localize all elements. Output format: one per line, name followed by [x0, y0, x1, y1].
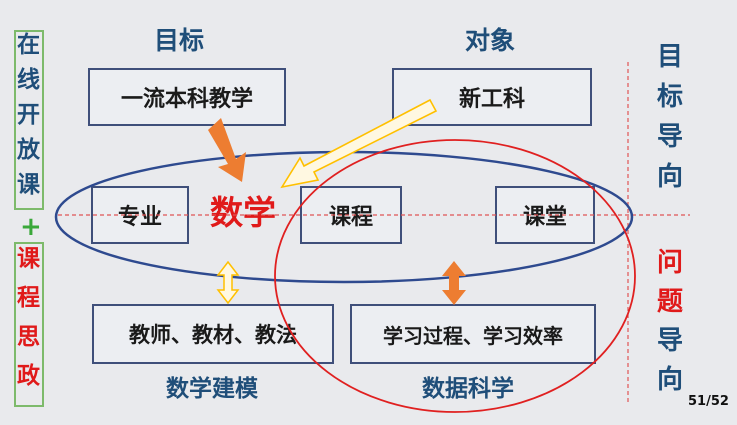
rc-bottom-char: 题 — [657, 287, 684, 317]
data-science-label: 数据科学 — [422, 376, 514, 402]
goal-header: 目标 — [154, 26, 205, 55]
rc-bottom-char: 导 — [657, 326, 684, 356]
lc-top-char: 放 — [17, 137, 40, 163]
lc-bottom-char: 思 — [17, 324, 40, 350]
first-class-undergrad-box: 一流本科教学 — [88, 68, 286, 126]
rc-bottom-char: 问 — [657, 248, 684, 278]
math-modeling-label: 数学建模 — [166, 376, 258, 402]
lc-top-char: 课 — [17, 172, 40, 198]
rc-top-char: 导 — [657, 122, 684, 152]
lc-top-char: 开 — [17, 102, 40, 128]
course-ideology-frame — [14, 242, 44, 407]
online-open-course-frame — [14, 30, 44, 210]
page-number: 51/52 — [688, 394, 729, 409]
yellow-hollow-arrow — [280, 98, 438, 189]
mathematics-label: 数学 — [210, 193, 276, 232]
yellow-double-arrow — [216, 260, 240, 305]
orange-double-arrow — [442, 261, 466, 305]
blue-ellipse — [54, 150, 634, 284]
teachers-materials-methods-box: 教师、教材、教法 — [92, 304, 334, 364]
orange-down-arrow — [208, 118, 246, 182]
object-header: 对象 — [465, 26, 516, 55]
learning-process-efficiency-box: 学习过程、学习效率 — [350, 304, 596, 364]
lc-top-char: 在 — [17, 32, 40, 58]
lc-bottom-char: 政 — [17, 363, 40, 389]
lc-bottom-char: 课 — [17, 246, 40, 272]
rc-top-char: 目 — [657, 42, 684, 72]
rc-bottom-char: 向 — [657, 365, 684, 395]
plus-sign: + — [20, 212, 42, 242]
rc-top-char: 向 — [657, 162, 684, 192]
major-box: 专业 — [91, 186, 189, 244]
red-ellipse — [274, 139, 636, 413]
lc-bottom-char: 程 — [17, 285, 40, 311]
lc-top-char: 线 — [17, 67, 40, 93]
rc-top-char: 标 — [657, 82, 684, 112]
